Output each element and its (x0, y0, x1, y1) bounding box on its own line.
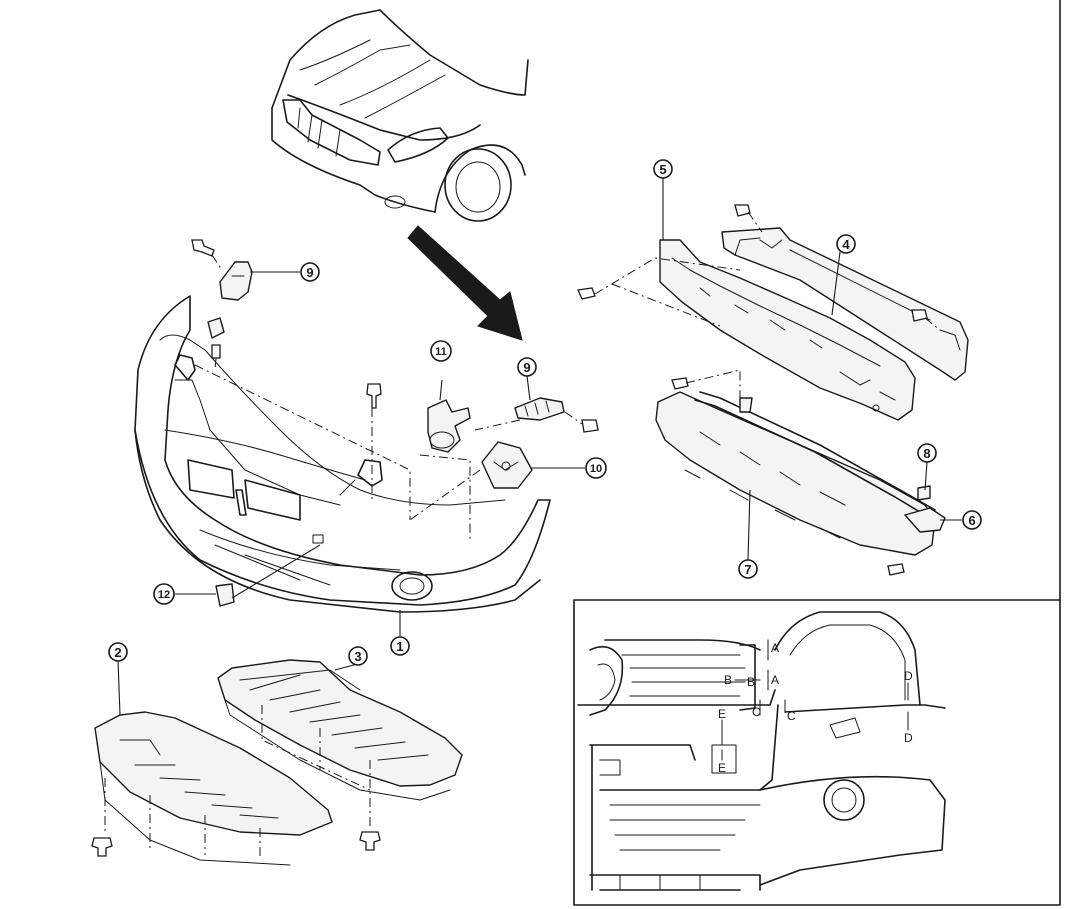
callout-7: 7 (738, 559, 758, 579)
callout-12-label: 12 (158, 589, 170, 601)
dim-mark-b-left: B (724, 673, 732, 687)
callout-3-label: 3 (354, 649, 361, 664)
callout-9-left: 9 (300, 262, 320, 282)
callout-12: 12 (153, 583, 175, 605)
callout-2: 2 (108, 642, 128, 662)
energy-absorber-drawing (577, 239, 916, 421)
bracket-11 (427, 379, 471, 453)
callout-10: 10 (585, 457, 607, 479)
callout-8: 8 (917, 443, 937, 463)
callout-9-right: 9 (517, 357, 537, 377)
callout-2-label: 2 (114, 645, 121, 660)
detail-inset: A A B B C C D D E E (573, 599, 1061, 906)
callout-10-label: 10 (590, 463, 602, 475)
bracket-9-right (514, 397, 599, 433)
dim-mark-b-right: B (747, 675, 755, 689)
bumper-reinforcement-drawing (721, 204, 969, 381)
leader-lines (117, 178, 962, 716)
callout-8-label: 8 (923, 446, 930, 461)
dim-mark-d-top: D (904, 669, 913, 683)
dim-mark-a-bottom: A (771, 673, 779, 687)
callout-9-left-label: 9 (306, 265, 313, 280)
callout-5: 5 (653, 159, 673, 179)
direction-arrow (407, 225, 523, 341)
dim-mark-a-top: A (771, 641, 779, 655)
dim-mark-d-bottom: D (904, 731, 913, 745)
dim-mark-e-bottom: E (718, 761, 726, 775)
callout-1-label: 1 (396, 639, 403, 654)
undercover-2-drawing (91, 711, 333, 866)
clip-12 (215, 583, 235, 607)
callout-1: 1 (390, 636, 410, 656)
bolt-center (366, 383, 382, 409)
callout-3: 3 (348, 646, 368, 666)
callout-9-right-label: 9 (523, 360, 530, 375)
bumper-fascia-drawing (134, 295, 551, 613)
callout-7-label: 7 (744, 562, 751, 577)
clip-left (207, 317, 225, 371)
bracket-9-left (191, 239, 253, 301)
callout-4-label: 4 (842, 237, 850, 252)
callout-6: 6 (962, 510, 982, 530)
car-overview-drawing (271, 9, 529, 222)
dim-mark-c-left: C (752, 705, 761, 719)
dim-mark-c-right: C (787, 709, 796, 723)
dim-mark-e-top: E (718, 707, 726, 721)
callout-11: 11 (430, 340, 452, 362)
bracket-10 (481, 441, 533, 489)
callout-11-label: 11 (435, 346, 447, 358)
undercover-3-drawing (217, 659, 463, 851)
alignment-lines (194, 364, 521, 540)
lower-absorber-drawing (655, 369, 946, 576)
callout-6-label: 6 (968, 513, 975, 528)
callout-5-label: 5 (659, 162, 666, 177)
callout-4: 4 (836, 234, 856, 254)
